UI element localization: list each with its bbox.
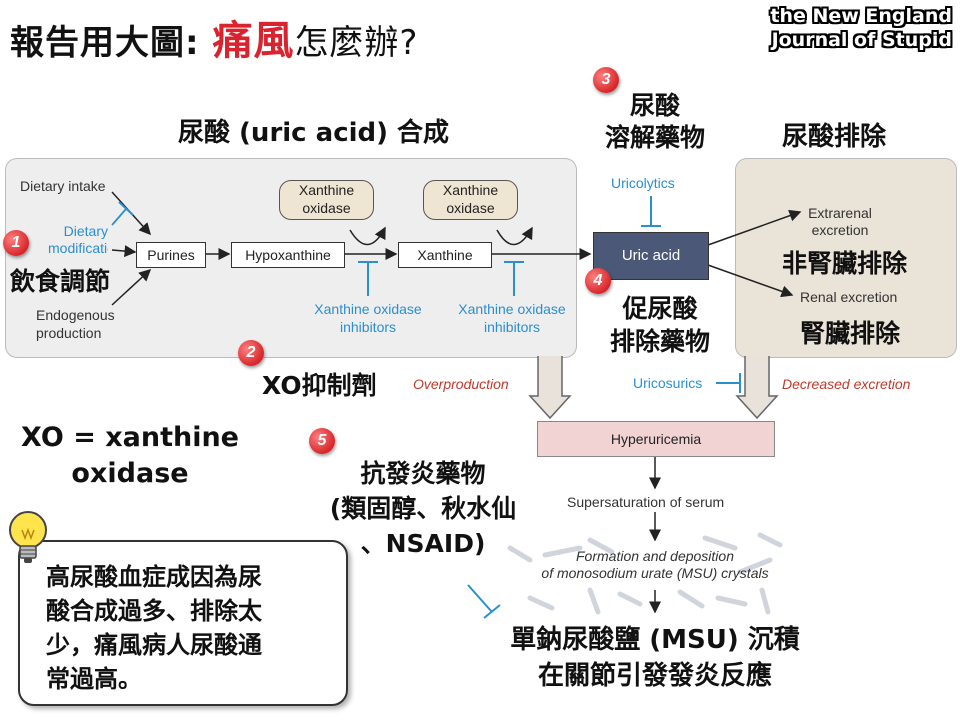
msu-crystals (507, 532, 783, 615)
section-excretion: 尿酸排除 (782, 122, 887, 152)
xo2-line2: oxidase (446, 200, 495, 216)
badge-4: 4 (585, 268, 611, 294)
brand-line1: the New England (770, 5, 952, 27)
renal-label: Renal excretion (800, 289, 898, 305)
formation-line2: of monosodium urate (MSU) crystals (541, 565, 769, 581)
xo-definition: XO = xanthine oxidase (10, 420, 250, 492)
callout-line3: 少，痛風病人尿酸通 (46, 631, 262, 659)
xo-def-line1: XO = xanthine (20, 422, 239, 453)
xoi1-line1: Xanthine oxidase (314, 301, 422, 317)
inhibit-antiinflam (467, 584, 493, 613)
xo2-curve (496, 226, 533, 246)
callout-text: 高尿酸血症成因為尿 酸合成過多、排除太 少，痛風病人尿酸通 常過高。 (46, 560, 262, 696)
arrow-extrarenal (707, 209, 802, 246)
nonrenal-annotation: 非腎臟排除 (782, 249, 908, 278)
excretion-panel (735, 158, 957, 358)
brand-line2: Journal of Stupid (771, 29, 952, 51)
arrow-renal (707, 264, 794, 298)
badge-1: 1 (3, 230, 29, 256)
xo-inhibitors-label-1: Xanthine oxidase inhibitors (298, 300, 438, 336)
xo-inhibitors-label-2: Xanthine oxidase inhibitors (442, 300, 582, 336)
xo-def-line2: oxidase (71, 458, 189, 489)
inhibit-diet (111, 208, 127, 226)
xo1-line2: oxidase (302, 200, 351, 216)
xoi2-line2: inhibitors (483, 319, 541, 335)
arrow-endogenous-purines (111, 268, 152, 306)
xo2-line1: Xanthine (442, 182, 499, 198)
dissolve-line2: 溶解藥物 (604, 123, 705, 152)
uricosuric-annotation: 促尿酸 排除藥物 (580, 292, 740, 358)
xanthine-box: Xanthine (398, 242, 492, 268)
section-synthesis: 尿酸 (uric acid) 合成 (178, 118, 450, 148)
xanthine-oxidase-box-1: Xanthine oxidase (279, 180, 374, 220)
xo1-line1: Xanthine (298, 182, 355, 198)
endogenous-label: Endogenous production (36, 306, 115, 342)
extrarenal-line1: Extrarenal (808, 205, 872, 221)
lightbulb-icon (9, 511, 47, 563)
uric-acid-box: Uric acid (593, 232, 709, 280)
arrow-diet-mod-purines (111, 245, 137, 258)
uricosurics-label: Uricosurics (633, 375, 703, 391)
hyperuricemia-box: Hyperuricemia (537, 421, 775, 457)
hypoxanthine-box: Hypoxanthine (231, 242, 345, 268)
inhibit-antiinflam-bar (483, 604, 501, 619)
chevron-overproduction (528, 356, 572, 420)
diet-annotation: 飲食調節 (10, 267, 111, 296)
title-prefix: 報告用大圖: (10, 23, 213, 63)
xo-inhibitor-annotation: XO抑制劑 (262, 371, 377, 400)
uricosuric-line1: 促尿酸 (622, 294, 698, 323)
endogenous-line1: Endogenous (36, 307, 115, 323)
inhibit-diet-bar (118, 201, 134, 216)
callout-line2: 酸合成過多、排除太 (46, 597, 262, 625)
badge-2: 2 (238, 340, 264, 366)
msu-annotation: 單鈉尿酸鹽 (MSU) 沉積 在關節引發發炎反應 (470, 622, 840, 694)
summary-callout: 高尿酸血症成因為尿 酸合成過多、排除太 少，痛風病人尿酸通 常過高。 (18, 540, 348, 706)
anti-line3: 、NSAID) (360, 529, 486, 558)
purines-box: Purines (136, 242, 206, 268)
badge-5: 5 (309, 428, 335, 454)
callout-line1: 高尿酸血症成因為尿 (46, 563, 262, 591)
chevron-decreased (735, 356, 779, 420)
anti-line1: 抗發炎藥物 (360, 459, 486, 488)
badge-3: 3 (593, 67, 619, 93)
brand-logo: the New England Journal of Stupid (770, 4, 952, 52)
antiinflammatory-annotation: 抗發炎藥物 (類固醇、秋水仙 、NSAID) (288, 456, 558, 561)
dietary-modification-text: Dietary modification (48, 223, 108, 256)
msu-line2: 在關節引發發炎反應 (537, 661, 772, 691)
callout-line4: 常過高。 (46, 665, 142, 693)
xoi2-line1: Xanthine oxidase (458, 301, 566, 317)
anti-line2: (類固醇、秋水仙 (329, 494, 517, 523)
msu-line1: 單鈉尿酸鹽 (MSU) 沉積 (510, 625, 800, 655)
extrarenal-line2: excretion (811, 222, 869, 238)
formation-label: Formation and deposition of monosodium u… (520, 548, 790, 582)
section-dissolve: 尿酸 溶解藥物 (585, 90, 725, 154)
supersaturation-label: Supersaturation of serum (567, 494, 725, 510)
decreased-excretion-label: Decreased excretion (782, 376, 911, 392)
formation-line1: Formation and deposition (576, 548, 734, 564)
uricosuric-line2: 排除藥物 (609, 327, 710, 356)
dissolve-line1: 尿酸 (629, 91, 680, 120)
overproduction-label: Overproduction (413, 376, 509, 392)
xanthine-oxidase-box-2: Xanthine oxidase (423, 180, 518, 220)
dietary-modification-label: Dietary modification (48, 223, 108, 257)
renal-annotation: 腎臟排除 (800, 319, 901, 348)
page-title: 報告用大圖: 痛風怎麼辦? (10, 8, 418, 66)
xoi1-line2: inhibitors (339, 319, 397, 335)
title-suffix: 怎麼辦? (294, 23, 419, 63)
xo1-curve (349, 226, 386, 246)
endogenous-line2: production (36, 325, 102, 341)
dietary-intake-label: Dietary intake (20, 178, 106, 194)
extrarenal-label: Extrarenal excretion (800, 205, 880, 239)
title-highlight: 痛風 (212, 18, 295, 64)
uricolytics-label: Uricolytics (611, 175, 675, 191)
